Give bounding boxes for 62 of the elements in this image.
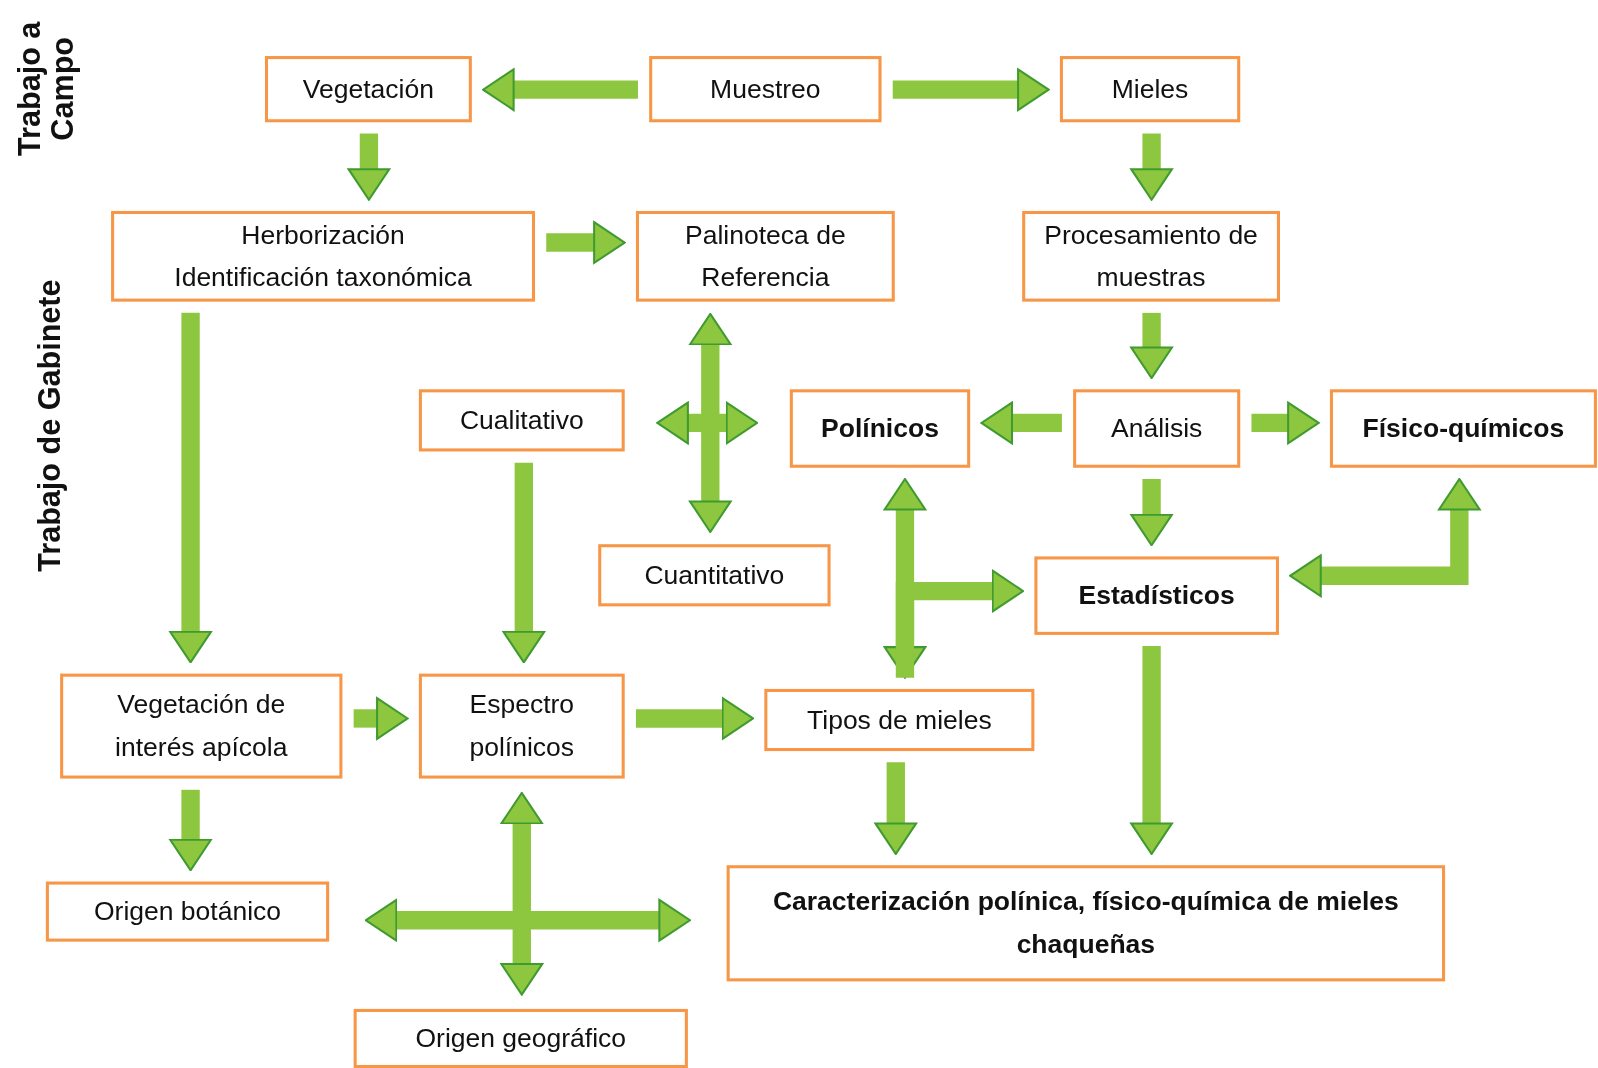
box-text: Físico-químicos bbox=[1362, 411, 1565, 445]
process-box bbox=[264, 56, 472, 123]
box-text: Origen geográfico bbox=[415, 1021, 627, 1055]
process-box bbox=[635, 210, 895, 302]
block-arrow bbox=[169, 789, 212, 872]
box-text: Estadísticos bbox=[1078, 578, 1235, 613]
process-box bbox=[111, 210, 536, 302]
process-box bbox=[60, 673, 343, 779]
block-arrow bbox=[169, 312, 212, 664]
process-box bbox=[418, 389, 625, 452]
box-text: Muestreo bbox=[710, 72, 821, 106]
block-arrow bbox=[1289, 477, 1481, 598]
block-arrow bbox=[874, 762, 918, 855]
block-arrow bbox=[883, 477, 927, 679]
box-text: Identificación taxonómica bbox=[174, 260, 472, 294]
box-text: Procesamiento de muestras bbox=[1043, 218, 1259, 294]
process-box bbox=[1059, 56, 1241, 123]
block-arrow bbox=[1251, 401, 1320, 445]
block-arrow bbox=[1130, 479, 1173, 547]
box-text: Origen botánico bbox=[94, 894, 282, 929]
block-arrow bbox=[347, 133, 391, 201]
block-arrow bbox=[895, 569, 1025, 678]
process-box bbox=[45, 881, 330, 942]
process-box bbox=[353, 1008, 688, 1068]
box-text: Análisis bbox=[1111, 411, 1203, 445]
process-box bbox=[726, 865, 1446, 982]
box-text: Cualitativo bbox=[459, 403, 584, 437]
process-box bbox=[418, 673, 625, 779]
block-arrow bbox=[1130, 646, 1173, 855]
block-arrow bbox=[892, 68, 1050, 112]
process-box bbox=[1329, 389, 1597, 468]
box-text: Vegetación de interés apícola bbox=[114, 687, 289, 764]
box-text: Tipos de mieles bbox=[807, 702, 992, 737]
box-text: Vegetación bbox=[302, 72, 434, 106]
block-arrow bbox=[482, 68, 638, 112]
box-text: Polínicos bbox=[821, 411, 939, 445]
box-text: Mieles bbox=[1111, 72, 1189, 106]
block-arrow bbox=[500, 791, 544, 996]
block-arrow bbox=[353, 697, 409, 740]
box-text: Herborización bbox=[241, 218, 405, 252]
process-box bbox=[764, 688, 1035, 752]
block-arrow bbox=[546, 221, 626, 264]
box-text: Espectro polínicos bbox=[468, 687, 576, 764]
process-box bbox=[598, 544, 831, 607]
process-box bbox=[789, 389, 971, 468]
block-arrow bbox=[1130, 133, 1173, 201]
box-text: Caracterización polínica, físico-química de mieles chaqueñas bbox=[771, 885, 1400, 961]
process-box bbox=[1034, 556, 1279, 635]
box-text: Cuantitativo bbox=[644, 558, 785, 592]
block-arrow bbox=[1130, 312, 1173, 380]
section-label: Trabajo a Campo bbox=[12, 20, 81, 158]
process-box bbox=[1073, 389, 1241, 468]
box-text: Palinoteca de Referencia bbox=[684, 218, 847, 294]
block-arrow bbox=[980, 401, 1062, 445]
block-arrow bbox=[502, 462, 546, 664]
block-arrow bbox=[635, 697, 755, 740]
process-box bbox=[1022, 210, 1280, 302]
block-arrow bbox=[364, 898, 691, 942]
block-arrow bbox=[688, 312, 732, 533]
section-label: Trabajo de Gabinete bbox=[32, 278, 68, 574]
process-box bbox=[649, 56, 882, 123]
block-arrow bbox=[656, 401, 759, 445]
